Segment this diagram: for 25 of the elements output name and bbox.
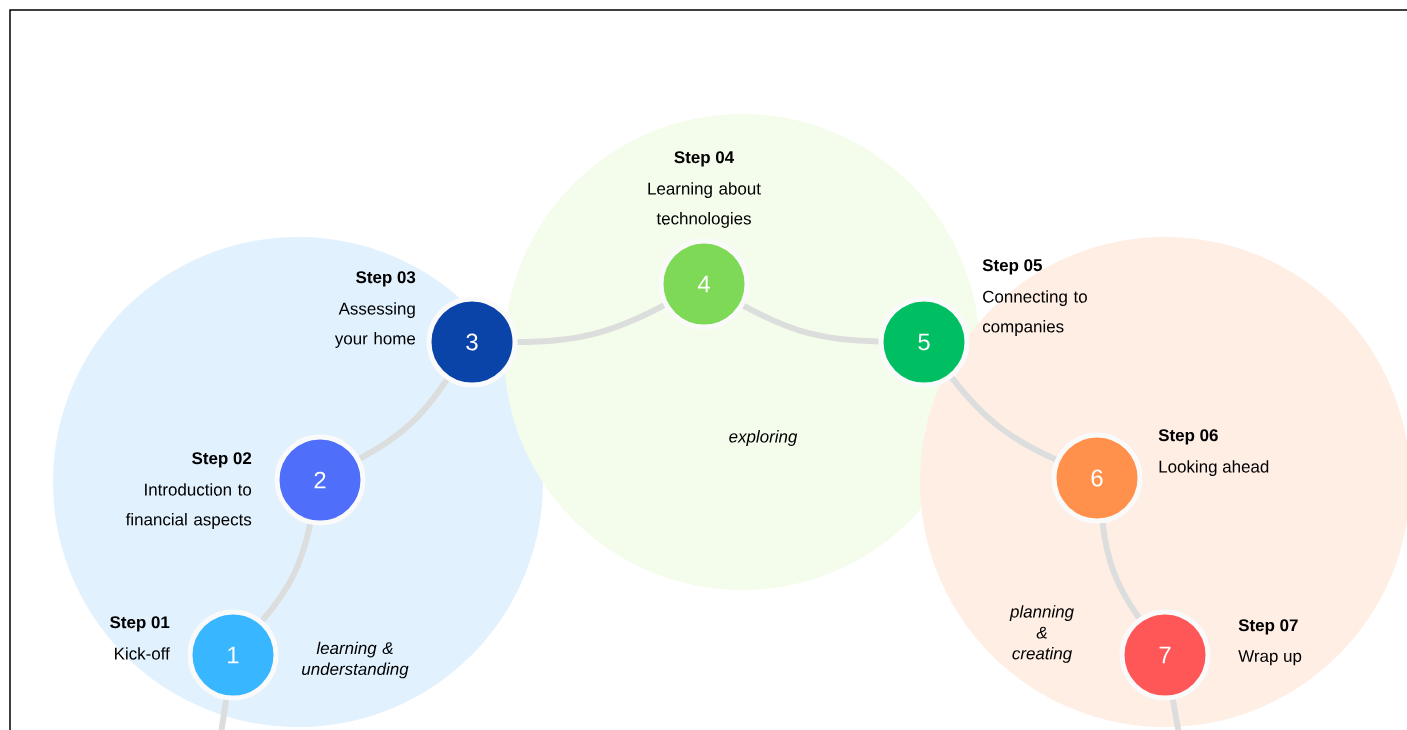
connector-line (358, 378, 450, 462)
connector-line (1099, 522, 1142, 620)
step-description: Connecting to companies (982, 290, 1087, 336)
step-title: Step 03 (356, 271, 416, 287)
step-title: Step 05 (982, 259, 1042, 275)
step-description: Looking ahead (1159, 460, 1269, 476)
phase-label: exploring (729, 430, 798, 446)
step-description: Wrap up (1238, 650, 1302, 666)
connector-line (260, 523, 314, 623)
connector-line (1169, 699, 1183, 730)
phase-label: planning & creating (1009, 605, 1074, 663)
phase-label: learning & understanding (302, 641, 409, 679)
connector-line (517, 302, 666, 345)
connector-line (217, 699, 230, 730)
step-description: Introduction to financial aspects (125, 483, 252, 529)
step-description: Learning about technologies (648, 182, 761, 228)
connector-line (742, 303, 879, 345)
step-description: Assessing your home (334, 302, 416, 348)
connector-line (949, 376, 1057, 463)
step-title: Step 01 (110, 616, 170, 632)
step-title: Step 06 (1158, 429, 1218, 445)
step-title: Step 07 (1238, 619, 1298, 635)
step-description: Kick-off (115, 647, 170, 660)
step-title: Step 04 (674, 151, 735, 167)
step-title: Step 02 (192, 452, 252, 468)
